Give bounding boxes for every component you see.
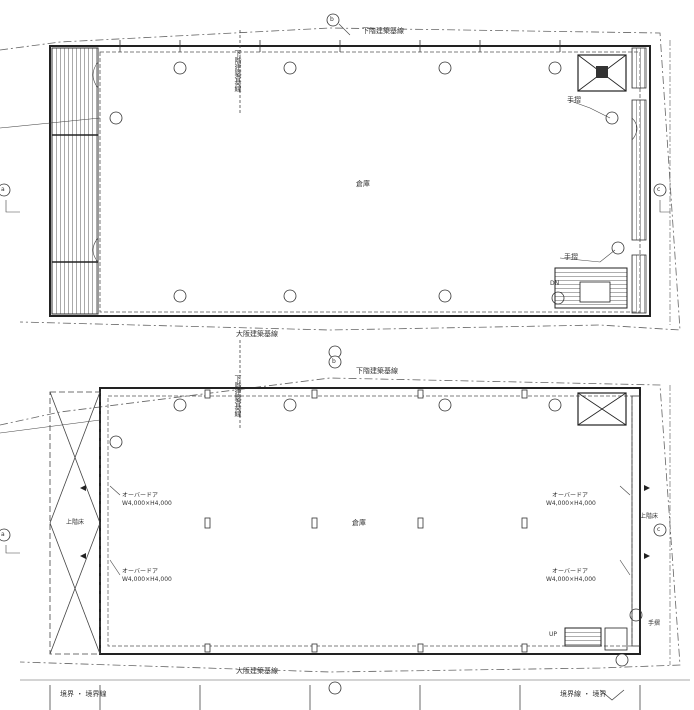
upper-outer-wall: [49, 45, 651, 317]
upper-handrail-stair: 手摺: [564, 253, 578, 261]
upper-room-label: 倉庫: [356, 180, 370, 188]
upper-right-marker: c: [657, 186, 661, 193]
lower-inner-wall: [107, 395, 633, 647]
lower-left-side-label: 上階床: [66, 519, 85, 526]
upper-top-label: 下階建築基線: [362, 27, 404, 35]
lower-room-label: 倉庫: [352, 519, 366, 527]
upper-floor-plan: [0, 13, 681, 430]
door-left-bottom-size: W4,000×H4,000: [122, 576, 172, 583]
door-right-top-size: W4,000×H4,000: [546, 500, 596, 507]
lower-bottom-label: 大阪建築基線: [236, 667, 278, 675]
upper-void-box: [577, 54, 627, 92]
door-left-top-label: オーバードア: [122, 492, 158, 499]
door-left-top-size: W4,000×H4,000: [122, 500, 172, 507]
lower-floor-plan: [0, 355, 690, 710]
upper-grid-marker: b: [330, 16, 334, 23]
footer-left-label: 境界 ・ 境界線: [60, 690, 107, 698]
lower-left-marker: a: [1, 531, 5, 538]
lower-grid-marker: b: [332, 358, 336, 365]
lower-stair: [564, 627, 602, 647]
lower-vertical-label: 下階建築基線: [234, 375, 242, 417]
door-right-top-label: オーバードア: [552, 492, 588, 499]
door-right-bottom-size: W4,000×H4,000: [546, 576, 596, 583]
lower-void-box: [577, 392, 627, 426]
upper-left-marker: a: [1, 186, 5, 193]
lower-stair-up: UP: [549, 631, 558, 638]
lower-canopy: [49, 391, 101, 655]
upper-left-shutter: [51, 47, 99, 315]
lower-handrail: 手摺: [648, 620, 661, 627]
upper-stair-dn: DN: [550, 280, 560, 287]
door-left-bottom-label: オーバードア: [122, 568, 158, 575]
door-right-bottom-label: オーバードア: [552, 568, 588, 575]
lower-right-side-label: 上階床: [640, 513, 659, 520]
lower-top-label: 下階建築基線: [356, 367, 398, 375]
upper-vertical-label: 下階建築基線: [234, 50, 242, 92]
upper-bottom-label: 大阪建築基線: [236, 330, 278, 338]
upper-right-wall: [631, 99, 647, 241]
upper-handrail-top: 手摺: [567, 96, 581, 104]
lower-right-marker: c: [657, 526, 661, 533]
footer-right-label: 境界線 ・ 境界: [560, 690, 607, 698]
lower-outer-wall: [99, 387, 641, 655]
